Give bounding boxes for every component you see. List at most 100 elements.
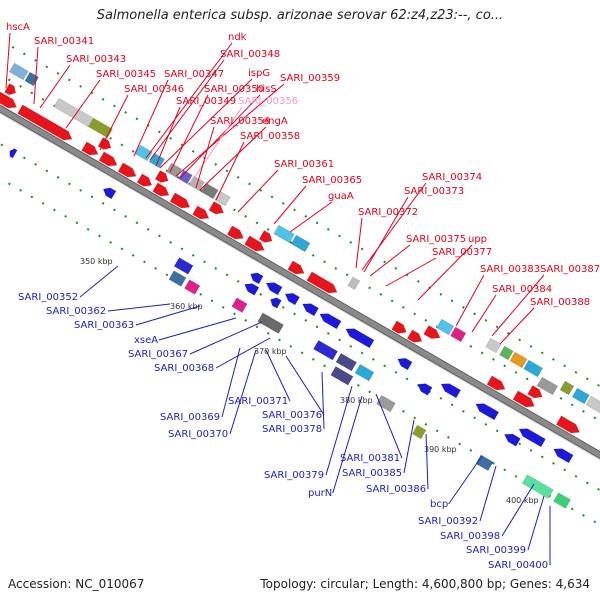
- tick-dot: [383, 260, 386, 264]
- tick-dot: [45, 169, 49, 173]
- tick-dot: [221, 305, 225, 309]
- feature-block: [231, 297, 248, 313]
- reverse-gene-arrow: [302, 303, 319, 317]
- leader-line-bottom: [325, 385, 353, 476]
- leader-line-top: [99, 94, 129, 151]
- leader-line-bottom: [265, 349, 291, 402]
- tick-dot: [244, 215, 248, 218]
- tick-dot: [574, 371, 578, 374]
- feature-block: [8, 62, 29, 81]
- leader-line-bottom: [527, 495, 545, 551]
- tick-dot: [368, 286, 371, 290]
- tick-dot: [574, 474, 578, 478]
- tick-dot: [334, 267, 338, 270]
- tick-dot: [86, 227, 90, 231]
- leader-line-top: [417, 244, 473, 301]
- tick-dot: [424, 422, 428, 426]
- leader-line-top: [355, 217, 363, 269]
- feature-block: [521, 474, 554, 499]
- tick-dot: [19, 188, 22, 192]
- reverse-gene-arrow: [102, 187, 117, 200]
- tick-dot: [593, 520, 597, 524]
- tick-dot: [203, 260, 206, 264]
- reverse-gene-arrow: [345, 328, 375, 349]
- tick-dot: [135, 117, 139, 121]
- leader-line-top: [273, 185, 307, 225]
- genome-info-label: Topology: circular; Length: 4,600,800 bp…: [260, 577, 590, 591]
- forward-gene-arrow: [117, 162, 137, 178]
- gene-label-top: hscA: [6, 22, 30, 33]
- reverse-gene-arrow: [319, 313, 342, 330]
- kbp-scale-label: 390 kbp: [424, 445, 457, 454]
- tick-dot: [484, 319, 488, 322]
- tick-dot: [266, 331, 270, 335]
- leader-line-top: [199, 126, 267, 191]
- tick-dot: [518, 442, 522, 446]
- leader-line-bottom: [425, 433, 429, 490]
- tick-dot: [349, 241, 353, 244]
- reverse-gene-arrow: [244, 283, 260, 296]
- gene-label-top: ispG: [248, 68, 270, 79]
- forward-gene-arrow: [486, 375, 506, 391]
- leader-line-top: [363, 196, 409, 273]
- feature-block: [178, 169, 193, 185]
- forward-gene-arrow: [154, 170, 169, 183]
- gene-label-top: SARI_00377: [432, 247, 492, 258]
- gene-label-top: SARI_00358: [240, 131, 300, 142]
- forward-gene-arrow: [244, 235, 265, 252]
- gene-label-bottom: SARI_00368: [154, 363, 214, 374]
- gene-label-top: SARI_00372: [358, 207, 418, 218]
- gene-label-top: SARI_00349: [176, 96, 236, 107]
- tick-dot: [143, 260, 146, 264]
- tick-dot: [570, 507, 574, 511]
- gene-label-bottom: SARI_00370: [168, 429, 228, 440]
- tick-dot: [559, 397, 563, 400]
- tick-dot: [356, 383, 360, 387]
- tick-dot: [293, 208, 296, 212]
- feature-block: [273, 224, 295, 244]
- feature-block: [499, 345, 514, 361]
- gene-label-bottom: SARI_00371: [228, 396, 288, 407]
- tick-dot: [304, 318, 308, 322]
- tick-dot: [525, 377, 529, 381]
- tick-dot: [109, 240, 113, 244]
- map-title: Salmonella enterica subsp. arizonae sero…: [96, 8, 504, 23]
- tick-dot: [563, 364, 567, 368]
- tick-dot: [135, 221, 139, 225]
- tick-dot: [45, 65, 49, 69]
- tick-dot: [236, 279, 240, 283]
- forward-gene-arrow: [136, 173, 153, 187]
- feature-block: [436, 318, 455, 336]
- tick-dot: [390, 299, 394, 303]
- tick-dot: [210, 299, 214, 303]
- tick-dot: [278, 338, 281, 342]
- feature-block: [450, 326, 467, 343]
- feature-block: [313, 340, 338, 361]
- leader-line-top: [195, 126, 215, 189]
- tick-dot: [7, 78, 11, 82]
- tick-dot: [7, 182, 11, 186]
- tick-dot: [326, 228, 330, 231]
- tick-dot: [214, 266, 218, 270]
- tick-dot: [259, 292, 263, 296]
- tick-dot: [349, 344, 353, 348]
- reverse-gene-arrow: [284, 293, 300, 306]
- leader-line-top: [215, 141, 245, 201]
- feature-block: [134, 144, 153, 162]
- tick-dot: [158, 234, 161, 238]
- gene-label-bottom: SARI_00400: [488, 560, 548, 571]
- feature-block: [184, 279, 201, 295]
- tick-dot: [233, 312, 236, 316]
- tick-dot: [41, 98, 45, 101]
- gene-label-bottom: SARI_00376: [262, 410, 322, 421]
- tick-dot: [326, 331, 330, 335]
- tick-dot: [124, 214, 128, 218]
- tick-dot: [146, 227, 150, 231]
- feature-block: [257, 312, 284, 334]
- tick-dot: [495, 325, 499, 329]
- reverse-gene-arrow: [475, 403, 500, 421]
- reverse-gene-arrow: [397, 358, 413, 371]
- tick-dot: [514, 371, 518, 374]
- tick-dot: [416, 280, 420, 283]
